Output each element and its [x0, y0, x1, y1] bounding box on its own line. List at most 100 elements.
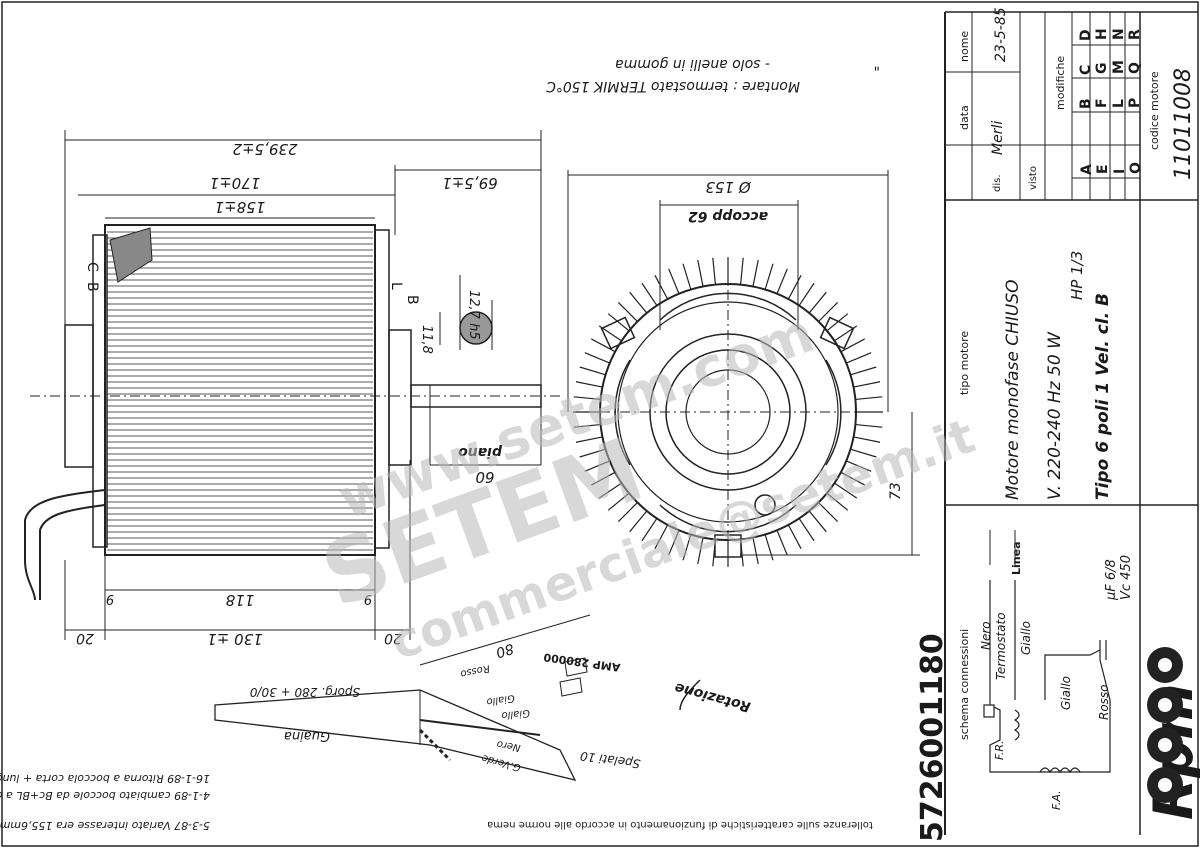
- dim-right-20: 20: [384, 630, 402, 646]
- radial-fin: [697, 259, 704, 287]
- radial-fin: [575, 436, 603, 443]
- mod-letter: Q: [1127, 62, 1143, 74]
- visto-label: visto: [1028, 166, 1039, 190]
- mod-letter: R: [1127, 29, 1143, 40]
- radial-fin: [764, 263, 774, 290]
- shaft-section: [439, 275, 493, 350]
- radial-fin: [826, 492, 849, 511]
- radial-fin: [584, 352, 610, 364]
- cable-detail: [214, 614, 701, 781]
- radial-fin: [764, 534, 774, 561]
- winding-fr: F.R.: [993, 740, 1006, 760]
- radial-fin: [739, 257, 744, 285]
- cap-voltage: Vc 450: [1119, 555, 1134, 600]
- radial-fin: [818, 301, 839, 322]
- mod-letter: L: [1111, 99, 1127, 108]
- mod-letter: A: [1079, 164, 1095, 175]
- section-c: C: [84, 262, 100, 272]
- schema-nero: Nero: [979, 621, 993, 650]
- radial-fin: [855, 396, 883, 401]
- mod-letter: C: [1078, 65, 1094, 75]
- dim-shaft-dia: 12,7 h5: [466, 290, 481, 340]
- dim-shaft-flat: 11,8: [419, 325, 434, 354]
- mod-letter: F: [1094, 98, 1110, 108]
- mod-letter: G: [1094, 63, 1110, 75]
- radial-fin: [850, 366, 877, 376]
- radial-fin: [591, 338, 616, 353]
- codice-label: codice motore: [1148, 71, 1161, 150]
- schema-label: schema connessioni: [958, 629, 971, 740]
- cable-giallo-1: Giallo: [486, 692, 516, 707]
- radial-fin: [575, 381, 603, 388]
- nome-label: nome: [958, 31, 971, 62]
- radial-fin: [752, 259, 759, 287]
- dis-date: 23-5-85: [993, 7, 1009, 62]
- radial-fin: [846, 352, 872, 364]
- dim-diameter: Ø 153: [705, 178, 751, 196]
- dim-sporg: Sporg. 280 + 30/0: [249, 685, 360, 699]
- dim-accopp: accopp 62: [688, 208, 768, 224]
- brand-emblem: [1147, 647, 1183, 803]
- mod-letter: I: [1112, 169, 1128, 174]
- spec-line-2: V. 220-240 Hz 50 W: [1045, 331, 1065, 500]
- radial-fin: [834, 482, 858, 499]
- radial-fin: [798, 282, 815, 306]
- note-montare-2: - solo anelli in gomma: [615, 56, 770, 72]
- radial-fin: [808, 291, 827, 314]
- radial-fin: [787, 275, 802, 300]
- cable-rosso: Rosso: [459, 662, 490, 679]
- radial-fin: [840, 338, 865, 353]
- watermark: www.setem.com SETEM commerciale@setem.it: [309, 301, 982, 671]
- section-bl: B: [404, 295, 420, 305]
- radial-fin: [607, 492, 630, 511]
- radial-fin: [826, 313, 849, 332]
- radial-fin: [855, 423, 883, 428]
- schema-giallo-b: Giallo: [1059, 676, 1073, 710]
- dim-shaft-ext: 69,5±1: [442, 174, 498, 192]
- linea-label: Linea: [1010, 542, 1023, 576]
- spec-line-1: Motore monofase CHIUSO: [1003, 279, 1023, 500]
- radial-fin: [573, 423, 601, 428]
- schema-rosso: Rosso: [1097, 684, 1111, 720]
- radial-fin: [629, 291, 648, 314]
- revision-note-1: 16-1-89 Ritorna a boccola corta + lunga: [0, 772, 210, 785]
- radial-fin: [850, 448, 877, 458]
- radial-fin: [853, 436, 881, 443]
- part-number: 5726001180: [915, 633, 950, 842]
- radial-fin: [752, 537, 759, 565]
- note-montare-quote: ": [874, 56, 880, 72]
- mod-letter: M: [1111, 60, 1127, 74]
- schema-giallo: Giallo: [1019, 621, 1033, 655]
- cable-spelati: Spelati 10: [579, 749, 641, 771]
- title-block: nome data dis. Merli 23-5-85 visto modif…: [944, 7, 1200, 835]
- cable-gverde: G.Verde: [481, 752, 522, 773]
- radial-fin: [573, 396, 601, 401]
- dim-stator-length: 158±1: [215, 198, 266, 216]
- radial-fin: [579, 366, 606, 376]
- dis-label: dis.: [992, 174, 1003, 192]
- radial-fin: [682, 263, 692, 290]
- dim-left-9: 9: [106, 591, 114, 606]
- cable-guaina: Guaina: [284, 728, 330, 743]
- motor-front-view: [573, 257, 883, 570]
- cable-nero: Nero: [496, 738, 521, 753]
- spec-line-3: Tipo 6 poli 1 Vel. cl. B: [1093, 293, 1113, 500]
- radial-fin: [584, 460, 610, 472]
- mod-letter: H: [1094, 28, 1110, 40]
- mod-letter: P: [1127, 98, 1143, 108]
- dim-body-length: 170±1: [210, 174, 261, 192]
- section-l: L: [388, 282, 404, 290]
- radial-fin: [787, 524, 802, 549]
- data-label: data: [958, 105, 971, 130]
- dim-right-9: 9: [364, 591, 372, 606]
- schema-termostato: Termostato: [994, 612, 1008, 680]
- mod-letter: D: [1078, 29, 1094, 41]
- radial-fin: [668, 530, 680, 556]
- radial-fin: [617, 301, 638, 322]
- side-view-dimensions: [64, 130, 542, 640]
- radial-fin: [853, 381, 881, 388]
- dis-name: Merli: [990, 121, 1006, 155]
- tolerance-note: tolleranze sulle caratteristiche di funz…: [487, 819, 873, 830]
- connection-schema-lines: [983, 580, 1111, 774]
